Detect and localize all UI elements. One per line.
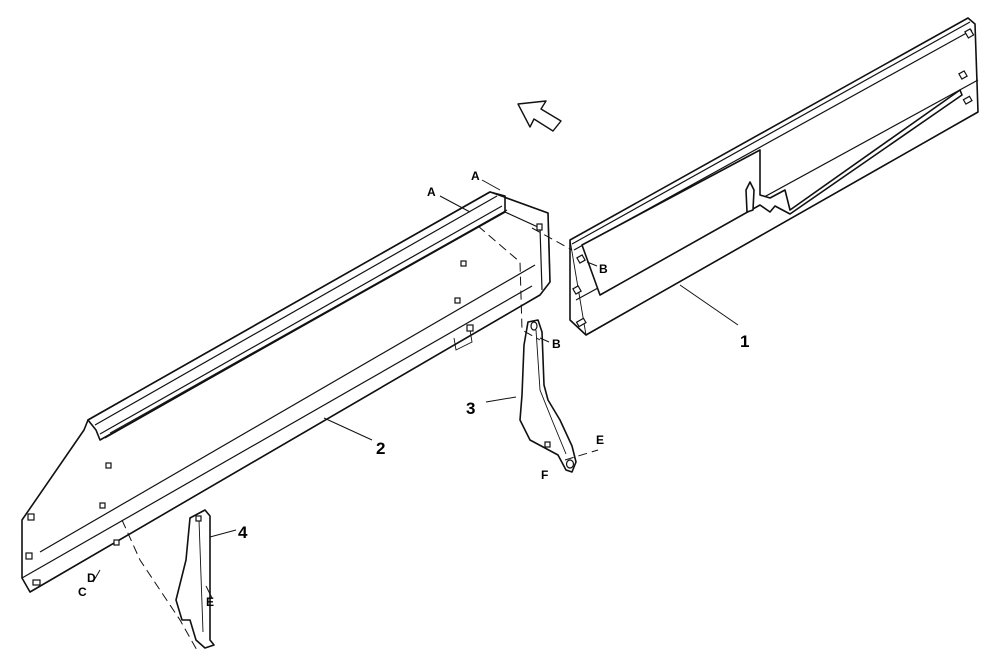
callout-part-3: 3 [466,399,475,418]
part-4-support-brace [175,509,215,649]
ref-letter-c: C [78,585,87,599]
leader-lines [92,179,739,599]
ref-letter-d: D [87,571,96,585]
ref-letter-a1: A [427,185,436,199]
forward-direction-arrow-icon [517,100,562,132]
callout-part-2: 2 [376,439,385,458]
part-3-bracket [519,319,577,473]
part-2-channel-panel [21,191,551,593]
callout-part-1: 1 [740,332,749,351]
ref-letter-e2: E [206,595,214,609]
ref-letter-b2: B [552,337,561,351]
ref-letter-a2: A [471,169,480,183]
ref-letter-f: F [541,468,548,482]
assembly-lines [121,225,599,653]
ref-letter-e1: E [596,433,604,447]
callout-part-4: 4 [238,523,248,542]
ref-letter-b1: B [599,262,608,276]
part-1-side-panel [569,17,979,336]
